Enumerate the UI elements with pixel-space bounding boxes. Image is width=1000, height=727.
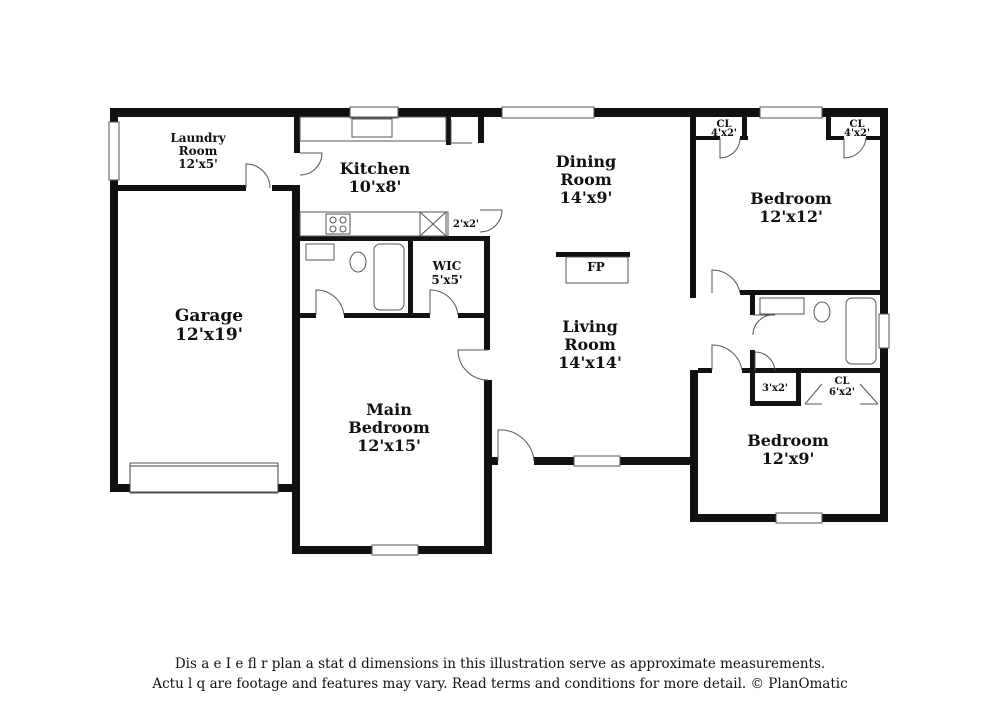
closet-ne-1-name: CL [717, 119, 732, 130]
doors [245, 120, 879, 462]
bedroom-se-dims: 12'x9' [762, 449, 815, 468]
wic-dims: 5'x5' [431, 273, 462, 287]
hall-closet-dims: 3'x2' [762, 383, 788, 394]
disclaimer-line-1: Dis a e I e fl r plan a stat d dimension… [174, 656, 826, 672]
garage-door [129, 465, 279, 493]
living-name-2: Room [564, 335, 616, 354]
closet-se-dims: 6'x2' [829, 387, 855, 398]
dining-dims: 14'x9' [560, 188, 613, 207]
room-labels: Laundry Room 12'x5' Kitchen 10'x8' Dinin… [170, 119, 870, 468]
kitchen-name: Kitchen [340, 159, 411, 178]
bath-fixtures [305, 243, 877, 365]
kitchen-counters [299, 116, 449, 237]
bedroom-ne-dims: 12'x12' [759, 207, 823, 226]
closet-ne-2-name: CL [850, 119, 865, 130]
fireplace-label: FP [587, 260, 605, 274]
main-bedroom-dims: 12'x15' [357, 436, 421, 455]
living-dims: 14'x14' [558, 353, 622, 372]
garage-name: Garage [175, 306, 243, 326]
pantry-dims: 2'x2' [453, 219, 479, 230]
disclaimer-line-2: Actu l q are footage and features may va… [152, 676, 848, 692]
closet-ne-1-dims: 4'x2' [711, 128, 737, 139]
kitchen-dims: 10'x8' [349, 177, 402, 196]
walls [110, 108, 888, 554]
laundry-dims: 12'x5' [178, 157, 218, 171]
bedroom-ne-name: Bedroom [750, 189, 832, 208]
fireplace [556, 252, 630, 284]
closet-ne-2-dims: 4'x2' [844, 128, 870, 139]
main-bedroom-name-2: Bedroom [348, 418, 430, 437]
dining-name-1: Dining [556, 152, 616, 171]
dining-name-2: Room [560, 170, 612, 189]
laundry-name-1: Laundry [170, 131, 226, 145]
laundry-name-2: Room [179, 144, 218, 158]
main-bedroom-name-1: Main [366, 400, 412, 419]
garage-dims: 12'x19' [175, 325, 243, 345]
bedroom-se-name: Bedroom [747, 431, 829, 450]
closet-se-name: CL [835, 376, 850, 387]
wic-name: WIC [432, 259, 462, 273]
living-name-1: Living [562, 317, 618, 336]
